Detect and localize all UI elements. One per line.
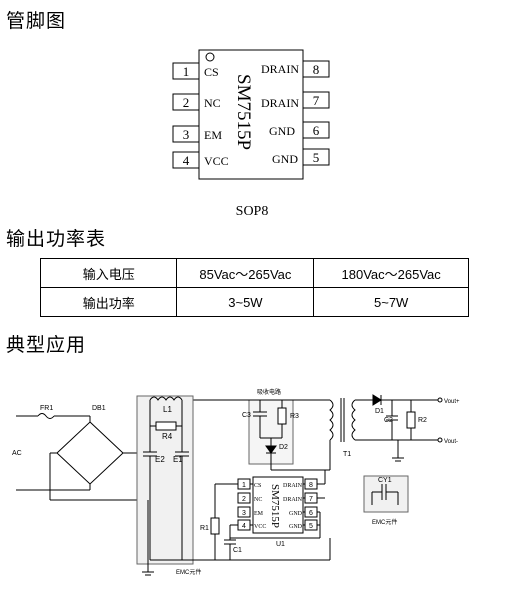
pin-name: NC bbox=[204, 96, 221, 110]
label-snubber: 吸收电路 bbox=[257, 388, 281, 396]
label-d2: D2 bbox=[279, 444, 288, 451]
label-d1: D1 bbox=[375, 408, 384, 415]
label-r2: R2 bbox=[418, 417, 427, 424]
chip-pin-name: DRAIN bbox=[283, 483, 303, 489]
pin-number: 5 bbox=[313, 150, 320, 165]
pin-name: GND bbox=[272, 152, 298, 166]
label-cy1: CY1 bbox=[378, 477, 392, 484]
label-e1: E1 bbox=[173, 455, 183, 464]
table-cell: 180Vac～265Vac bbox=[313, 258, 469, 288]
chip-pin-name: VCC bbox=[254, 524, 266, 530]
pin-number: 4 bbox=[183, 153, 190, 168]
table-row: 输入电压 85Vac～265Vac 180Vac～265Vac bbox=[39, 258, 469, 288]
table-cell: 85Vac～265Vac bbox=[176, 258, 315, 288]
left-pin-2: 2 NC bbox=[172, 93, 221, 111]
label-ac: AC bbox=[12, 450, 22, 457]
pin-number: 8 bbox=[313, 62, 320, 77]
left-pin-4: 4 VCC bbox=[172, 151, 229, 169]
label-r4: R4 bbox=[162, 432, 173, 441]
pin-name: DRAIN bbox=[261, 62, 299, 76]
label-fr1: FR1 bbox=[40, 405, 53, 412]
pin-number: 1 bbox=[183, 64, 190, 79]
label-r3: R3 bbox=[290, 413, 299, 420]
pin-number: 6 bbox=[313, 123, 320, 138]
chip-pin-name: EM bbox=[254, 511, 264, 517]
right-pin-7: 7 DRAIN bbox=[261, 91, 330, 110]
chip-pin-name: NC bbox=[254, 497, 262, 503]
chip-pin-number: 5 bbox=[309, 523, 313, 530]
pin1-marker bbox=[205, 52, 215, 62]
label-emc-bottom: EMC元件 bbox=[176, 568, 201, 576]
label-l1: L1 bbox=[163, 405, 172, 414]
chip-pin-number: 8 bbox=[309, 482, 313, 489]
pin-name: EM bbox=[204, 128, 222, 142]
chip-pin-number: 6 bbox=[309, 510, 313, 517]
label-t1: T1 bbox=[343, 451, 351, 458]
pin-name: CS bbox=[204, 65, 219, 79]
right-pin-6: 6 GND bbox=[269, 121, 330, 139]
pin-name: VCC bbox=[204, 154, 229, 168]
label-emc-right: EMC元件 bbox=[372, 518, 397, 526]
pin-number: 2 bbox=[183, 95, 190, 110]
left-pin-3: 3 EM bbox=[172, 125, 222, 143]
table-cell: 输出功率 bbox=[39, 287, 178, 317]
pinout-diagram: 1 CS 2 NC 3 EM 4 VCC 8 DRAIN 7 DRAIN 6 G… bbox=[172, 49, 330, 219]
table-cell: 5~7W bbox=[313, 287, 469, 317]
label-c1: C1 bbox=[233, 547, 242, 554]
chip-pin-name: GND bbox=[289, 511, 303, 517]
chip-pin-number: 3 bbox=[242, 510, 246, 517]
chip-pin-number: 7 bbox=[309, 496, 313, 503]
pin-name: DRAIN bbox=[261, 96, 299, 110]
label-c3: C3 bbox=[242, 412, 251, 419]
chip-body bbox=[198, 49, 304, 180]
pin-number: 7 bbox=[313, 93, 320, 108]
chip-pin-number: 1 bbox=[242, 482, 246, 489]
label-db1: DB1 bbox=[92, 405, 106, 412]
label-u1: U1 bbox=[276, 541, 285, 548]
label-vout-pos: Vout+ bbox=[444, 399, 460, 405]
pin-number: 3 bbox=[183, 127, 190, 142]
chip-pin-number: 4 bbox=[242, 523, 246, 530]
label-e2: E2 bbox=[155, 455, 165, 464]
left-pin-1: 1 CS bbox=[172, 62, 219, 80]
table-cell: 输入电压 bbox=[39, 258, 178, 288]
pinout-title: 管脚图 bbox=[6, 10, 67, 32]
label-r1: R1 bbox=[200, 525, 209, 532]
package-label: SOP8 bbox=[236, 204, 269, 219]
chip-pin-name: DRAIN bbox=[283, 497, 303, 503]
typical-app-title: 典型应用 bbox=[6, 334, 87, 356]
table-cell: 3~5W bbox=[176, 287, 315, 317]
pin-name: GND bbox=[269, 124, 295, 138]
chip-pin-name: GND bbox=[289, 524, 303, 530]
circuit-schematic: 1 2 3 4 8 7 6 5 CS NC EM VCC DRAIN DRAIN… bbox=[12, 388, 460, 576]
table-row: 输出功率 3~5W 5~7W bbox=[39, 287, 469, 317]
label-c2: C2 bbox=[384, 417, 393, 424]
chip-part-number: SM7515P bbox=[233, 74, 254, 150]
circuit-chip-label: SM7515P bbox=[269, 484, 281, 528]
right-pin-5: 5 GND bbox=[272, 148, 330, 166]
right-pin-8: 8 DRAIN bbox=[261, 60, 330, 78]
label-vout-neg: Vout- bbox=[444, 439, 458, 445]
power-table-title: 输出功率表 bbox=[6, 228, 107, 250]
chip-pin-number: 2 bbox=[242, 496, 246, 503]
output-power-table: 输入电压 85Vac～265Vac 180Vac～265Vac 输出功率 3~5… bbox=[39, 258, 469, 317]
chip-pin-name: CS bbox=[254, 483, 261, 489]
